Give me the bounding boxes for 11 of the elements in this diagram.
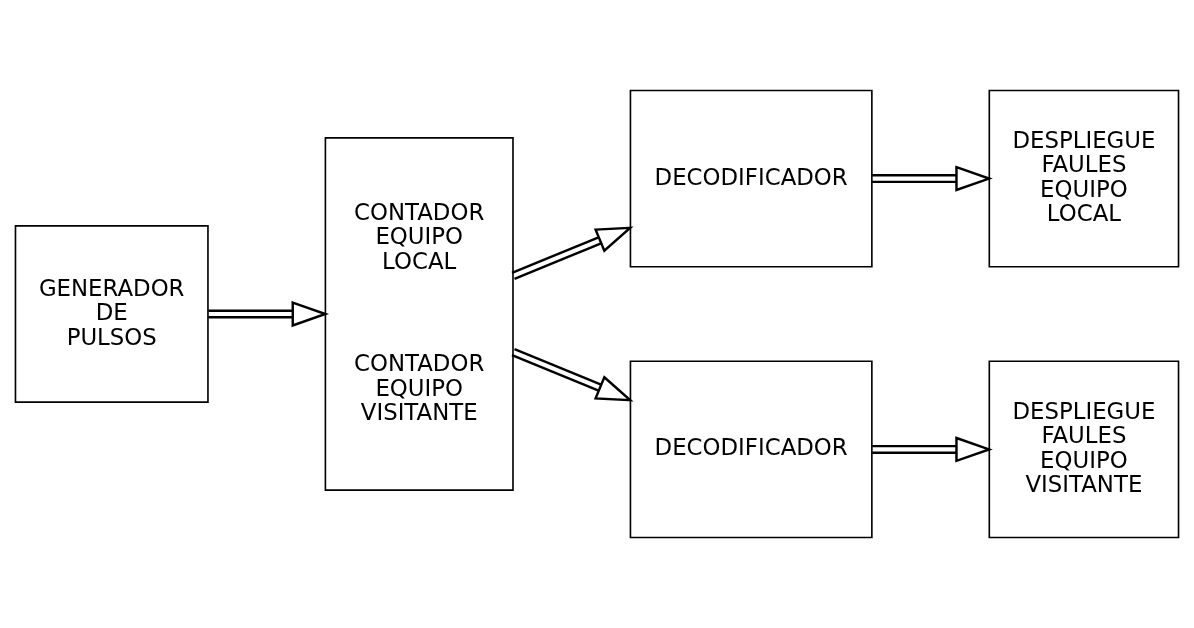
arrow (511, 226, 634, 281)
node-box: DECODIFICADOR (629, 89, 873, 268)
arrow (208, 300, 330, 328)
node-box: GENERADOR DE PULSOS (14, 225, 209, 403)
node-box: CONTADOR EQUIPO LOCAL CONTADOR EQUIPO VISITANTE (324, 137, 514, 491)
node-box: DECODIFICADOR (629, 360, 873, 539)
arrow (511, 347, 634, 402)
node-box: DESPLIEGUE FAULES EQUIPO VISITANTE (988, 360, 1180, 539)
node-box: DESPLIEGUE FAULES EQUIPO LOCAL (988, 89, 1180, 268)
arrow (872, 436, 993, 463)
arrow (872, 165, 993, 192)
